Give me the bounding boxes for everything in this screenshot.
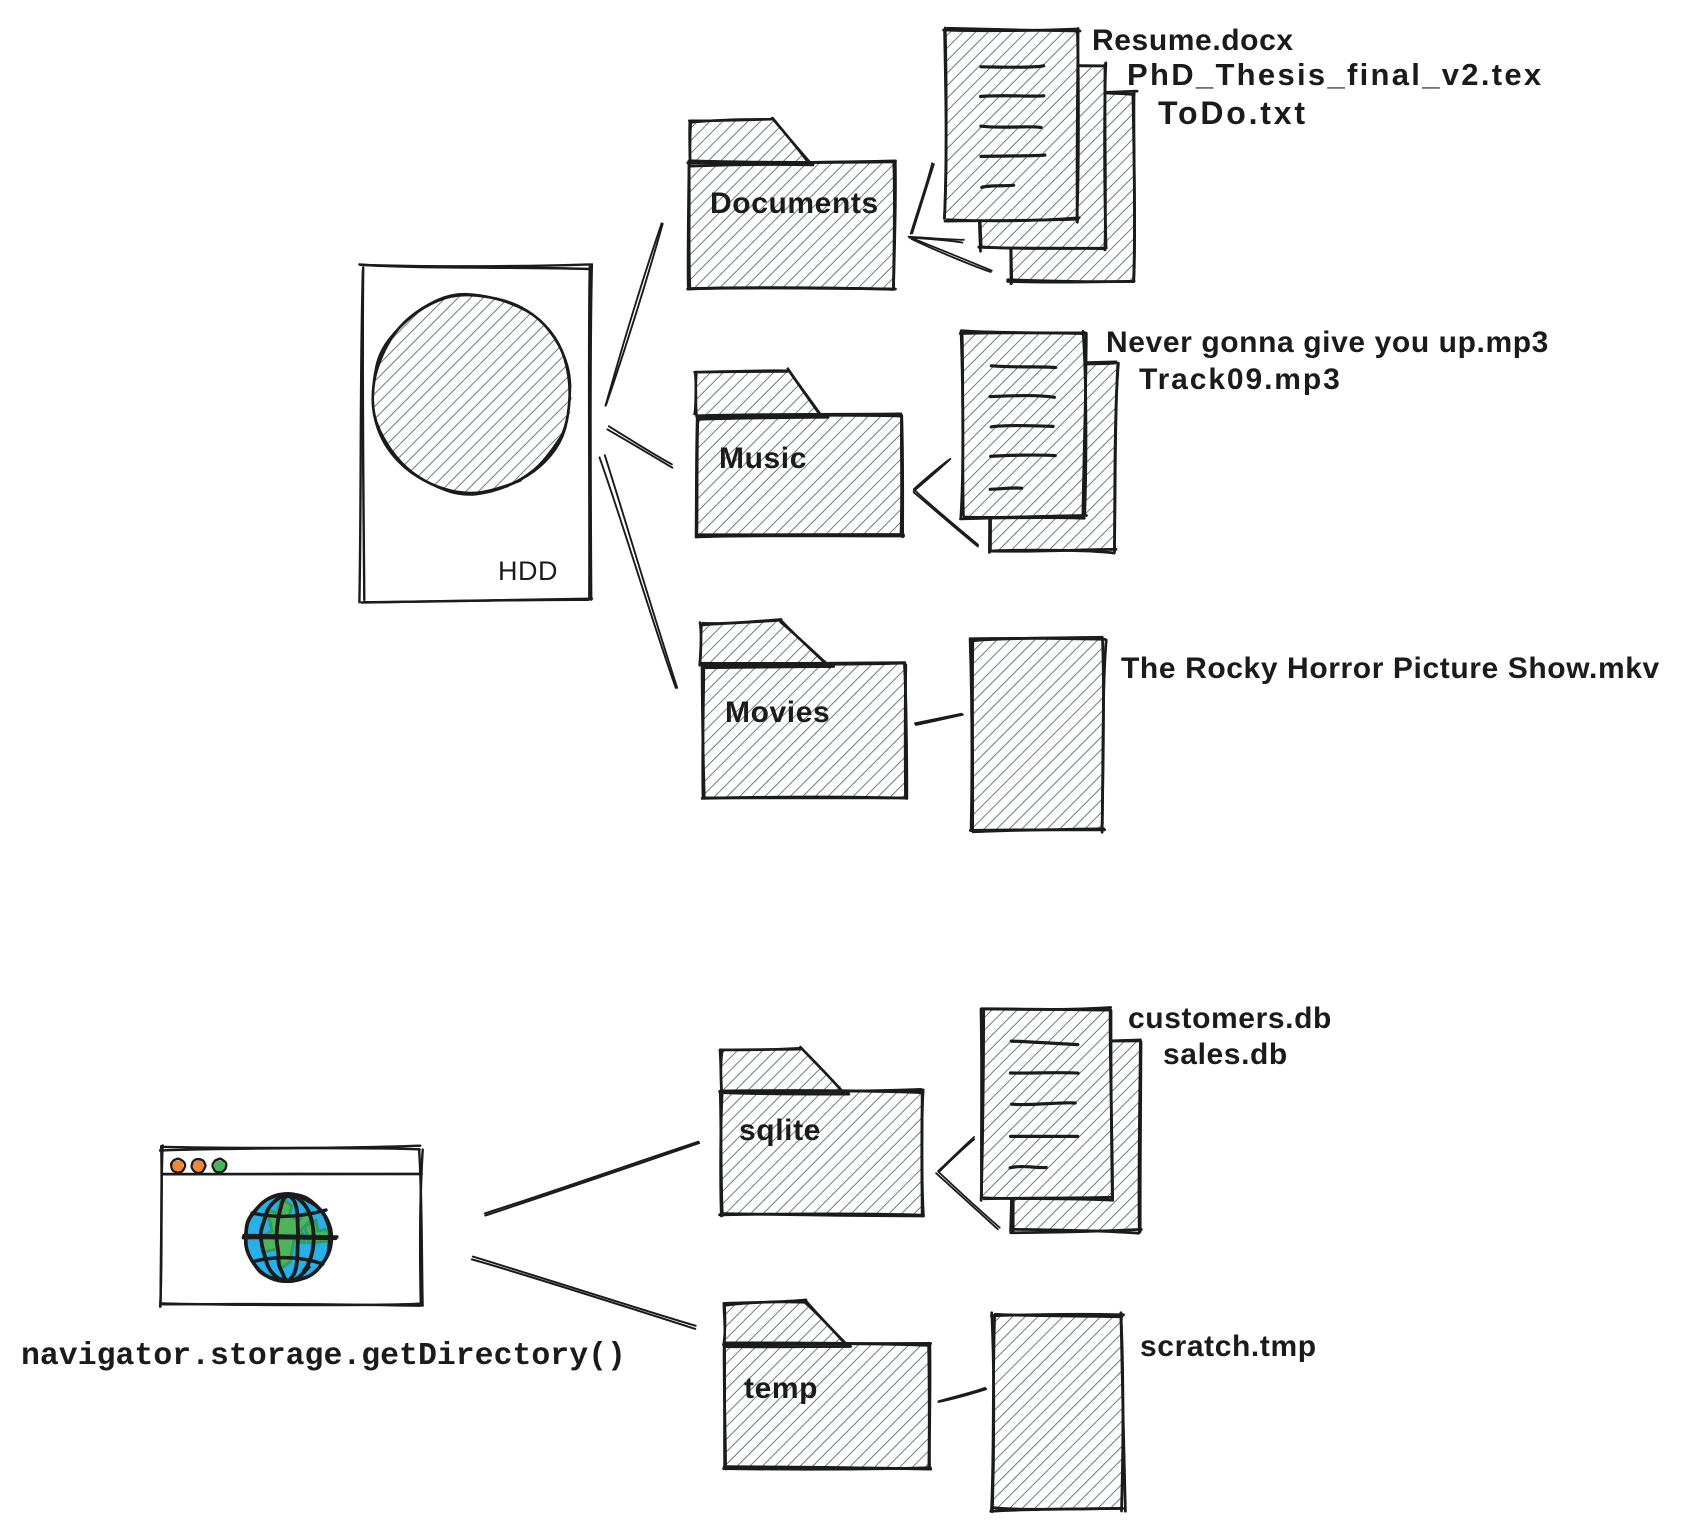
svg-text:customers.db: customers.db <box>1128 1002 1332 1035</box>
svg-text:navigator.storage.getDirectory: navigator.storage.getDirectory() <box>21 1339 626 1374</box>
svg-text:temp: temp <box>744 1372 818 1405</box>
svg-text:PhD_Thesis_final_v2.tex: PhD_Thesis_final_v2.tex <box>1127 57 1543 92</box>
svg-text:sales.db: sales.db <box>1163 1038 1288 1071</box>
svg-text:Resume.docx: Resume.docx <box>1092 24 1294 57</box>
svg-text:ToDo.txt: ToDo.txt <box>1158 95 1308 131</box>
svg-text:Never gonna give you up.mp3: Never gonna give you up.mp3 <box>1106 326 1549 359</box>
svg-text:The Rocky Horror Picture Show.: The Rocky Horror Picture Show.mkv <box>1121 652 1660 685</box>
svg-text:sqlite: sqlite <box>739 1114 821 1147</box>
svg-text:Music: Music <box>719 442 807 475</box>
svg-text:scratch.tmp: scratch.tmp <box>1140 1330 1317 1363</box>
svg-text:Documents: Documents <box>710 187 879 220</box>
svg-text:Track09.mp3: Track09.mp3 <box>1139 363 1342 396</box>
svg-text:HDD: HDD <box>498 556 558 586</box>
svg-text:Movies: Movies <box>725 696 830 729</box>
